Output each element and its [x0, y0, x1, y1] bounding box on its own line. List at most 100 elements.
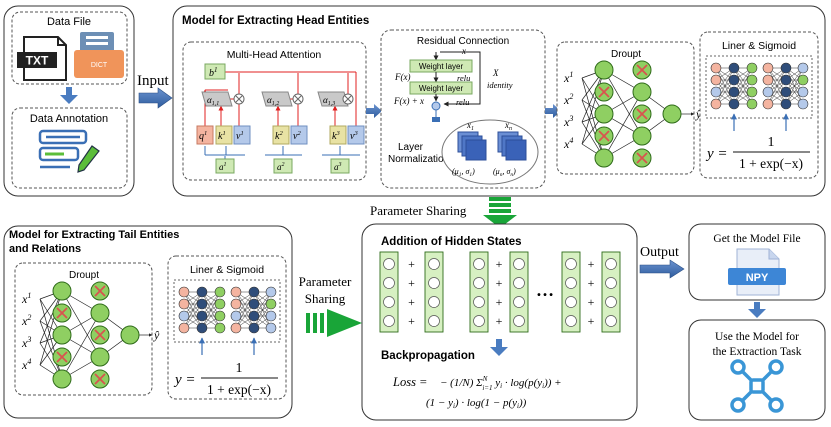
svg-text:TXT: TXT: [26, 54, 49, 68]
svg-text:1: 1: [768, 135, 775, 150]
qkv-nodes: q1 k1 v1 k2 v2 k3 v3: [196, 125, 365, 145]
sigmoid-block-tail: Liner & Sigmoid y = 1 1 + exp(−x): [167, 255, 287, 400]
sigmoid-head-node: [728, 74, 740, 86]
hidden-unit: [513, 315, 525, 327]
dropout-head-hidden2-node: [632, 126, 652, 146]
svg-text:Layer: Layer: [398, 142, 424, 153]
svg-text:Weight layer: Weight layer: [419, 62, 464, 71]
sigmoid-tail-node: [230, 310, 242, 322]
dropout-head-hidden2-node: [632, 60, 652, 80]
b1-label: b1: [209, 66, 218, 79]
ln-stack-2: [497, 131, 527, 161]
sigmoid-tail-node: [214, 286, 226, 298]
dropout-tail-hidden1-node: [52, 303, 72, 323]
dropout-head-hidden2-node: [632, 148, 652, 168]
sigmoid-head-node: [710, 86, 722, 98]
sigmoid-head-node: [728, 98, 740, 110]
hidden-plus: +: [408, 295, 415, 309]
input-arrow: [138, 87, 173, 109]
dropout-tail-hidden1-node: [52, 347, 72, 367]
hidden-unit: [383, 296, 395, 308]
sigmoid-net-head: [705, 55, 813, 131]
sigmoid-tail-node: [230, 286, 242, 298]
hidden-unit: [565, 258, 577, 270]
dropout-head-hidden1-node: [594, 104, 614, 124]
weight-layer-2: [409, 81, 473, 95]
sigmoid-formula-tail: y = 1 1 + exp(−x): [173, 361, 278, 397]
hidden-unit: [513, 258, 525, 270]
dropout-tail-hidden2-node: [90, 281, 110, 301]
mha-title: Multi-Head Attention: [227, 49, 322, 61]
dropout-tail-output-node: [120, 325, 140, 345]
svg-text:(1 − yi) · log(1 − p(yi)): (1 − yi) · log(1 − p(yi)): [426, 397, 527, 410]
hidden-unit: [473, 315, 485, 327]
dropout-tail-hidden2-node: [90, 369, 110, 389]
sigmoid-head-node: [710, 98, 722, 110]
hidden-unit: [605, 296, 617, 308]
model-file-title: Get the Model File: [713, 233, 800, 245]
sigmoid-tail-node: [178, 286, 190, 298]
dropout-head-hidden1-node: [594, 148, 614, 168]
dropout-head-hidden2-node: [632, 82, 652, 102]
sigmoid-title-tail: Liner & Sigmoid: [190, 264, 264, 276]
svg-text:DICT: DICT: [91, 62, 108, 69]
dropout-tail-input-label: x3: [21, 335, 31, 350]
svg-text:F(x): F(x): [394, 72, 411, 82]
sigmoid-tail-node: [214, 298, 226, 310]
sigmoid-formula-head: y = 1 1 + exp(−x): [705, 135, 810, 171]
hidden-vector: [379, 251, 399, 333]
svg-text:α1,1: α1,1: [207, 95, 219, 107]
svg-text:(μn, σn): (μn, σn): [493, 167, 516, 178]
parameter-sharing-down-arrow: [483, 197, 517, 228]
svg-text:α1,3: α1,3: [323, 95, 335, 107]
qkv-connectors: [204, 146, 360, 156]
sigmoid-tail-node: [178, 298, 190, 310]
svg-text:v1: v1: [236, 130, 244, 142]
svg-text:q1: q1: [199, 130, 207, 142]
dropout-head-input-label: x1: [563, 70, 573, 85]
hidden-state-vectors: ++++++++++++: [379, 251, 621, 333]
head-model-title: Model for Extracting Head Entities: [182, 15, 369, 27]
svg-text:X: X: [492, 68, 499, 78]
svg-text:k3: k3: [332, 130, 340, 142]
svg-text:α1,2: α1,2: [267, 95, 279, 107]
svg-text:F(x) + x: F(x) + x: [393, 96, 424, 106]
hidden-vector: [469, 251, 489, 333]
hidden-unit: [565, 296, 577, 308]
attention-input-nodes: a1 a2 a3: [215, 156, 350, 174]
sigmoid-head-node: [780, 62, 792, 74]
hidden-unit: [383, 277, 395, 289]
dropout-tail-hidden1-node: [52, 325, 72, 345]
sigmoid-head-node: [780, 74, 792, 86]
sigmoid-tail-node: [178, 310, 190, 322]
hidden-unit: [565, 315, 577, 327]
svg-text:v2: v2: [293, 130, 301, 142]
residual-add-node: [431, 101, 441, 111]
sigmoid-tail-node: [196, 322, 208, 334]
hidden-unit: [473, 258, 485, 270]
sigmoid-tail-node: [265, 298, 277, 310]
sigmoid-tail-node: [178, 322, 190, 334]
sigmoid-tail-node: [196, 310, 208, 322]
arrow-mha-to-residual: [366, 104, 382, 118]
hidden-unit: [513, 296, 525, 308]
svg-text:Weight layer: Weight layer: [419, 84, 464, 93]
hidden-plus: +: [496, 276, 503, 290]
svg-text:1 + exp(−x): 1 + exp(−x): [207, 382, 271, 397]
hidden-unit: [383, 315, 395, 327]
hidden-vector: [509, 251, 529, 333]
dict-file-icon: DICT: [74, 32, 124, 78]
ln-stack-1: [457, 131, 487, 161]
multiply-circles: [233, 93, 354, 105]
hidden-plus: +: [408, 314, 415, 328]
dropout-head-output-label: ŷ: [695, 107, 702, 121]
svg-text:x1: x1: [466, 120, 474, 132]
hidden-unit: [565, 277, 577, 289]
dropout-tail-hidden2-node: [90, 303, 110, 323]
residual-title: Residual Connection: [417, 36, 509, 47]
dropout-tail-hidden1-node: [52, 281, 72, 301]
alpha-nodes: α1,1 α1,2 α1,3: [201, 91, 349, 107]
svg-text:1 + exp(−x): 1 + exp(−x): [739, 156, 803, 171]
